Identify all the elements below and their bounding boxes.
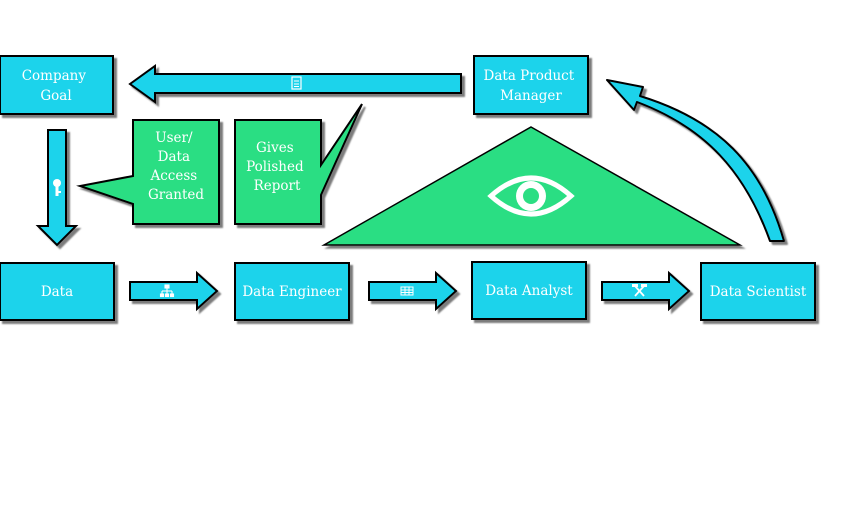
- callout-access-line-4: Granted: [148, 187, 204, 203]
- callout-report-line-3: Report: [254, 178, 301, 194]
- callout-polished-report-text: Gives Polished Report: [246, 140, 308, 194]
- tools-icon: [632, 284, 647, 297]
- arrow-data-to-engineer: [129, 270, 219, 312]
- svg-text:Data Product Manager: Data Product Manager: [484, 68, 579, 104]
- key-icon: [53, 179, 61, 196]
- callout-access-granted: [76, 119, 220, 225]
- callout-access-line-3: Access: [149, 168, 197, 184]
- table-icon: [400, 286, 414, 296]
- document-icon: [291, 76, 302, 90]
- arrow-analyst-to-scientist: [601, 270, 691, 312]
- callout-access-line-1: User/: [155, 130, 193, 146]
- callout-polished-report: [234, 103, 363, 225]
- callout-report-line-2: Polished: [246, 159, 304, 175]
- node-data-analyst-label: Data Analyst: [485, 283, 573, 299]
- node-data-product-manager: Data Product Manager: [473, 55, 589, 115]
- node-data-analyst: Data Analyst: [471, 261, 587, 320]
- node-company-goal-line-1: Company: [22, 68, 87, 84]
- node-data-engineer: Data Engineer: [234, 262, 350, 321]
- node-data-scientist: Data Scientist: [700, 262, 816, 321]
- hierarchy-icon: [159, 284, 175, 298]
- callout-access-line-2: Data: [158, 149, 190, 165]
- arrow-scientist-to-manager: [606, 79, 785, 242]
- node-data-scientist-label: Data Scientist: [710, 284, 807, 300]
- node-data-engineer-label: Data Engineer: [242, 284, 342, 300]
- node-data: Data: [0, 262, 115, 321]
- callout-access-granted-text: User/ Data Access Granted: [148, 130, 204, 203]
- svg-text:Company Goal: Company Goal: [22, 68, 91, 104]
- node-manager-line-2: Manager: [500, 88, 562, 104]
- node-company-goal: Company Goal: [0, 55, 114, 115]
- node-data-label: Data: [41, 284, 73, 300]
- node-manager-line-1: Data Product: [484, 68, 575, 84]
- eye-icon: [487, 175, 575, 217]
- node-company-goal-line-2: Goal: [40, 88, 71, 104]
- callout-report-line-1: Gives: [256, 140, 294, 156]
